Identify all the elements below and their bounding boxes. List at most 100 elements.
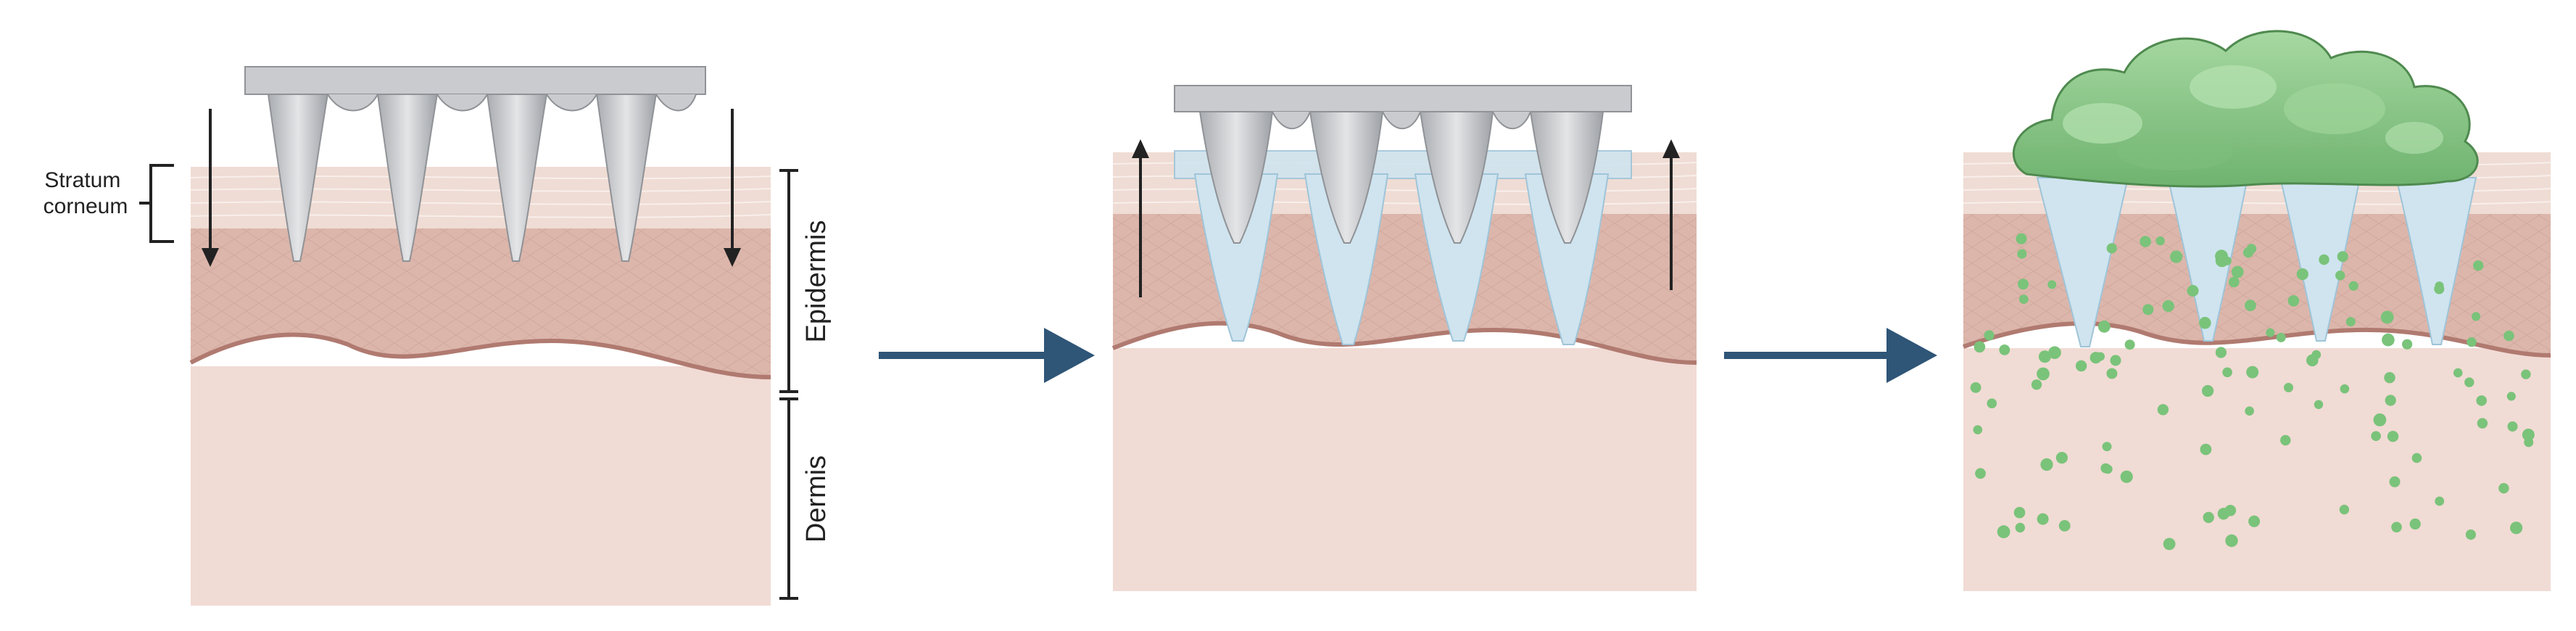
drug-particle (1975, 468, 1986, 479)
drug-particle (2337, 251, 2348, 263)
drug-particle (2037, 367, 2050, 381)
drug-particle (2100, 463, 2111, 474)
drug-particle (2402, 339, 2413, 350)
drug-particle (2075, 360, 2087, 372)
drug-particle (2345, 317, 2356, 327)
drug-particle (2246, 366, 2259, 379)
drug-particle (2040, 458, 2053, 471)
stratum-corneum-bracket (139, 164, 174, 243)
hydrogel-blob-icon (2013, 30, 2479, 188)
basal-line (1963, 321, 2551, 358)
stratum-lines (190, 175, 771, 218)
drug-particle (2498, 483, 2509, 494)
panel-insertion: Stratum corneum Epidermis Dermis (44, 66, 832, 606)
layer-scale-bar (779, 169, 798, 600)
drug-particle (2287, 295, 2300, 307)
drug-particle (2231, 265, 2244, 279)
drug-particle (2215, 249, 2228, 263)
drug-particle (2245, 300, 2256, 312)
drug-particle (2384, 372, 2395, 384)
drug-particle (2163, 537, 2176, 550)
drug-particle (1974, 341, 1986, 353)
drug-particle (2319, 254, 2329, 265)
drug-particle (2245, 406, 2254, 416)
stratum-corneum-line1: Stratum (44, 168, 120, 192)
drug-particle (2248, 515, 2261, 527)
drug-particle (2120, 470, 2133, 483)
dermis-layer (1113, 348, 1697, 591)
epidermis-label: Epidermis (801, 220, 832, 343)
drug-particle (2038, 350, 2051, 363)
microneedle-patch-icon (244, 66, 706, 262)
drug-particle (2110, 355, 2121, 366)
drug-particle (1999, 345, 2010, 355)
drug-particle (2280, 434, 2291, 446)
basal-line (1111, 321, 1697, 365)
drug-particle (2371, 431, 2381, 441)
drug-particle (2048, 346, 2061, 360)
drug-particle (2199, 316, 2211, 329)
drug-particle (2266, 328, 2275, 337)
drug-particle (2464, 377, 2474, 387)
stratum-corneum-line2: corneum (44, 194, 128, 218)
drug-particle (2017, 249, 2027, 259)
up-arrow-icon (1662, 139, 1680, 290)
drug-particle (2339, 504, 2350, 515)
drug-particle (2202, 384, 2214, 397)
drug-particle (2016, 233, 2027, 244)
drug-particle (2465, 529, 2476, 540)
drug-particle (2018, 279, 2029, 290)
drug-particle (2124, 339, 2135, 350)
drug-particle (2058, 520, 2071, 532)
drug-particle (2409, 518, 2421, 530)
step-arrow-icon (1724, 328, 1937, 383)
drug-particle (2311, 350, 2322, 360)
drug-particle (2018, 294, 2029, 304)
up-arrow-icon (1132, 139, 1149, 297)
drug-particle (2389, 476, 2401, 487)
drug-particle (2411, 453, 2422, 463)
drug-particle (2314, 400, 2324, 409)
drug-particle (2296, 268, 2308, 281)
drug-particle (1973, 425, 1983, 434)
drug-particle (2200, 443, 2212, 455)
dermis-layer (1963, 348, 2551, 591)
dermis-label: Dermis (801, 455, 832, 543)
drug-particle (2473, 260, 2484, 271)
drug-particle (2506, 392, 2516, 401)
drug-particle (2380, 310, 2394, 324)
drug-particle (2382, 333, 2395, 347)
drug-particle (2155, 236, 2165, 246)
drug-particle (2524, 437, 2534, 448)
drug-particle (2157, 404, 2169, 416)
drug-particle (2215, 347, 2227, 358)
drug-particle (2387, 431, 2399, 442)
drug-particle (2203, 511, 2214, 524)
drug-particle (2162, 300, 2174, 313)
drug-particle (2095, 352, 2105, 361)
drug-particle (2521, 369, 2531, 379)
drug-particle (2284, 382, 2293, 392)
microneedle-patch-icon (1174, 85, 1632, 244)
step-arrow-icon (879, 328, 1095, 383)
drug-particle (1970, 382, 1981, 393)
drug-particle (2228, 276, 2240, 288)
drug-particle (2435, 496, 2445, 506)
drug-particle (2222, 367, 2232, 378)
drug-particle (2385, 395, 2396, 406)
drug-particle (2140, 236, 2151, 247)
drug-particle (2373, 413, 2387, 426)
basal-line (189, 332, 771, 379)
drug-particles (1970, 233, 2535, 550)
drug-particle (2340, 384, 2350, 394)
drug-particle (2507, 421, 2518, 432)
drug-particle (2467, 337, 2477, 347)
drug-particle (2047, 280, 2057, 289)
drug-particle (2106, 243, 2117, 254)
drug-particle (1984, 330, 1995, 341)
epidermis-cells (191, 225, 771, 377)
drug-particle (2335, 271, 2345, 281)
drug-particle (2503, 330, 2514, 342)
drug-particle (2015, 522, 2025, 533)
